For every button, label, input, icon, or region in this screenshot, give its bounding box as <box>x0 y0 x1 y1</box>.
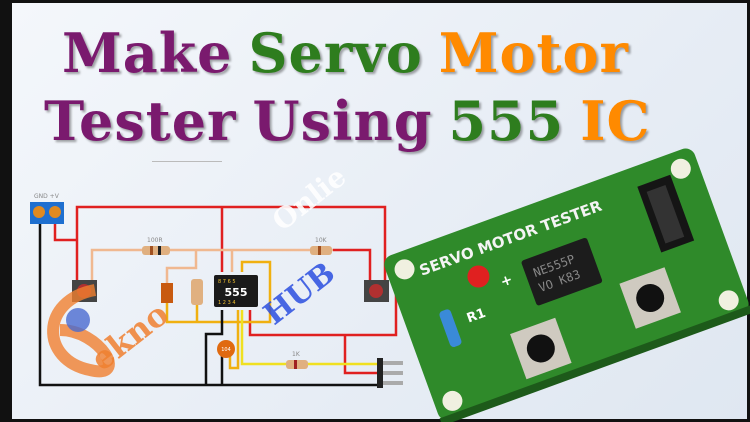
title-word: 555 <box>448 89 565 153</box>
resistor-100r-label: 100R <box>147 237 163 244</box>
logo-s <box>47 284 115 378</box>
tactile-button-2 <box>619 267 681 329</box>
title-word: IC <box>580 89 651 153</box>
title-word: Servo <box>248 21 423 85</box>
resistor-10k-label: 10K <box>315 237 328 244</box>
resistor-r1 <box>439 309 462 347</box>
title-word: Make <box>62 21 233 85</box>
r1-label: R1 <box>465 306 488 327</box>
ic-label: 555 <box>225 286 248 299</box>
diode <box>161 283 173 303</box>
servo-connector <box>637 174 695 253</box>
capacitor <box>217 340 235 358</box>
tactile-button-1 <box>510 317 572 380</box>
resistor-10k <box>310 246 332 255</box>
push-button-right <box>364 280 389 302</box>
terminal-label: GND +V <box>34 193 60 200</box>
resistor-vertical <box>191 279 203 305</box>
resistor-100r <box>142 246 170 255</box>
plus-label: + <box>498 272 514 291</box>
ic-chip: NE555P VO K83 <box>521 237 603 306</box>
watermark-part-3: Onlie <box>266 160 352 238</box>
title-word: Tester <box>44 89 237 153</box>
divider <box>152 161 222 162</box>
watermark-part-1: ekno <box>84 295 176 379</box>
power-terminal <box>30 202 64 224</box>
schematic <box>38 205 398 387</box>
globe-icon <box>66 308 90 332</box>
pin-labels-bottom: 1 2 3 4 <box>218 300 236 306</box>
resistor-1k <box>286 360 308 369</box>
pcb-board: SERVO MOTOR TESTER NE555P VO K83 + R1 <box>384 148 750 422</box>
pin-labels-top: 8 7 6 5 <box>218 279 236 285</box>
title-word: Motor <box>438 21 629 85</box>
capacitor-label: 104 <box>221 347 231 353</box>
watermark: ekno HUB Onlie <box>47 160 352 379</box>
title-word: Using <box>252 89 433 153</box>
ic-555: 555 8 7 6 5 1 2 3 4 <box>214 275 258 307</box>
led <box>467 265 490 288</box>
resistor-1k-label: 1K <box>292 351 301 358</box>
servo-header <box>377 358 403 388</box>
